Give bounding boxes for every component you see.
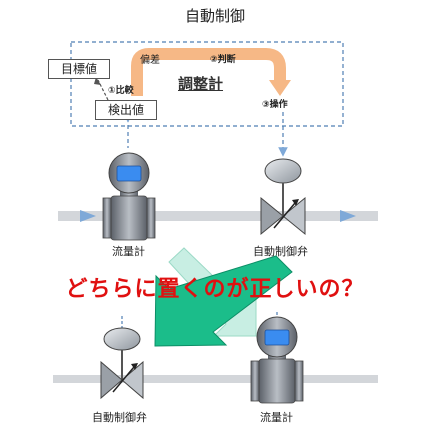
flow-meter-bottom (250, 312, 304, 404)
compare-arrow (97, 79, 109, 101)
top-pipe (58, 210, 378, 222)
step-operate-label: ③操作 (262, 100, 288, 110)
measured-value-box: 検出値 (95, 100, 157, 120)
control-valve-top (260, 158, 306, 236)
meter-display (116, 165, 142, 182)
step-judge-label: ②判断 (210, 55, 236, 65)
swap-arrow-front (154, 255, 293, 347)
diagram-title: 自動制御 (184, 7, 245, 25)
question-text: どちらに置くのが正しいの？ (65, 277, 365, 302)
bottom-left-device-label: 自動制御弁 (92, 411, 147, 424)
controller-label: 調整計 (178, 75, 224, 93)
controller-frame (70, 41, 344, 127)
top-right-device-label: 自動制御弁 (253, 245, 308, 258)
top-left-device-label: 流量計 (112, 245, 145, 258)
bottom-right-device-label: 流量計 (260, 411, 293, 424)
meter-display (264, 329, 290, 346)
control-valve-bottom (100, 316, 144, 400)
deviation-label: 偏差 (140, 55, 160, 66)
control-loop-arrow (131, 48, 291, 96)
step-compare-label: ①比較 (108, 86, 134, 96)
target-value-box: 目標値 (48, 59, 110, 79)
bottom-pipe (53, 375, 378, 383)
flow-meter-top (102, 152, 156, 241)
